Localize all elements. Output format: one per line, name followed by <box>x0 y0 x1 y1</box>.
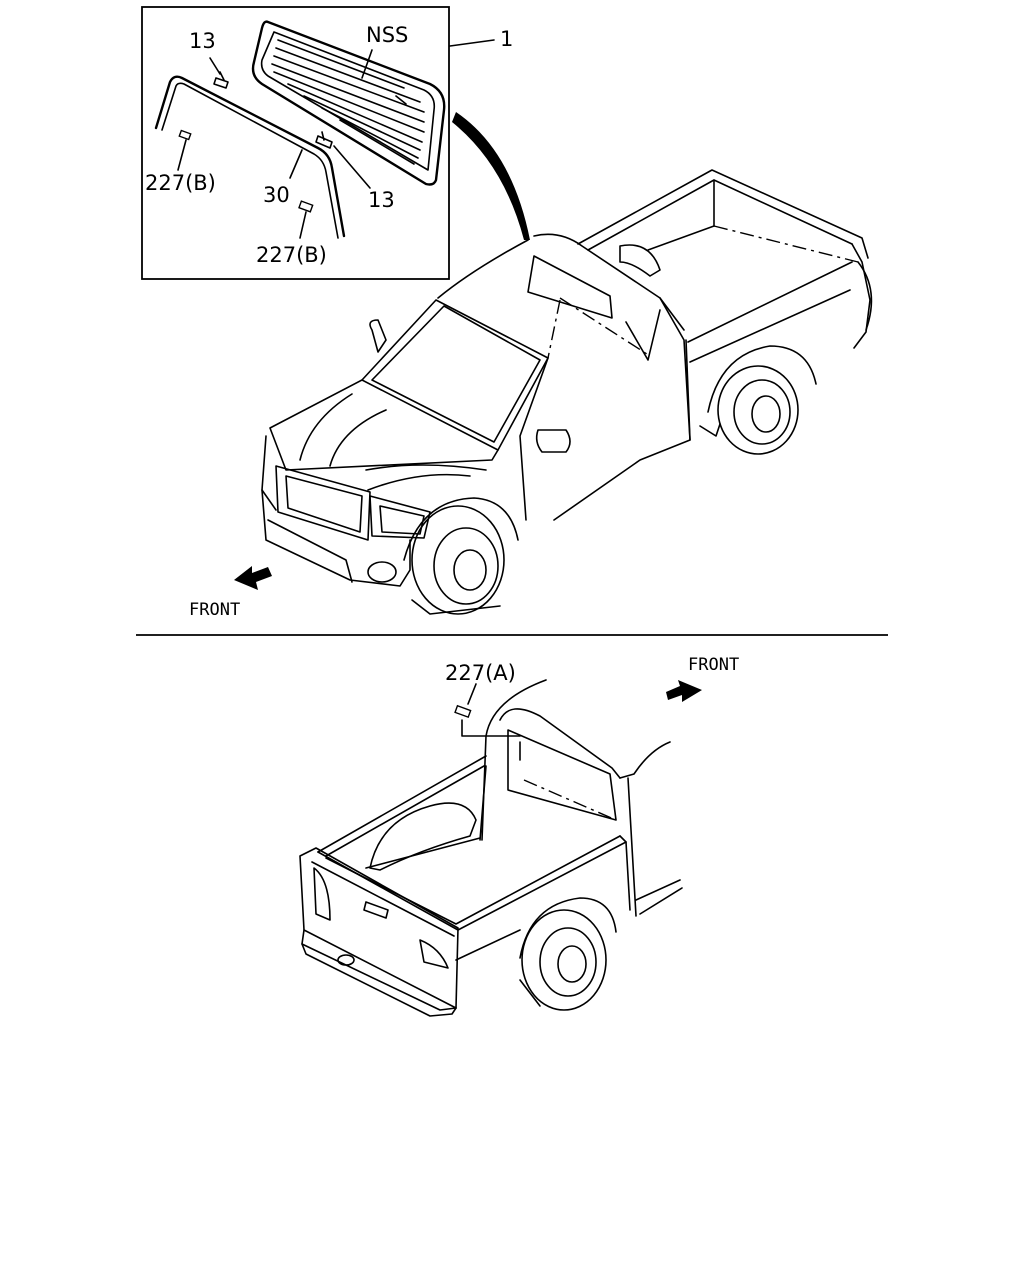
pickup-truck-rear-view <box>299 679 683 1017</box>
pickup-truck-front-view <box>261 169 873 615</box>
clip-13-right <box>315 131 333 149</box>
clip-227b-left <box>178 129 192 141</box>
callout-13-top: 13 <box>189 29 216 53</box>
detail-pointer <box>452 112 530 240</box>
callout-227a: 227(A) <box>445 661 516 685</box>
clip-227b-bottom <box>298 200 314 213</box>
weatherstrip-30 <box>154 75 346 239</box>
clip-13-top <box>213 71 229 89</box>
clip-227a <box>454 704 472 719</box>
callout-30: 30 <box>263 183 290 207</box>
callout-nss: NSS <box>366 23 408 47</box>
front-arrow-right-icon <box>666 680 702 702</box>
rear-glass <box>251 20 446 186</box>
callout-13-right: 13 <box>368 188 395 212</box>
front-label-front-view: FRONT <box>189 600 240 620</box>
callout-227b-left: 227(B) <box>145 171 216 195</box>
callout-1: 1 <box>500 27 513 51</box>
callout-227b-bottom: 227(B) <box>256 243 327 267</box>
front-label-rear-view: FRONT <box>688 655 739 675</box>
detail-box: 13 NSS 1 227(B) 30 13 227(B) <box>141 6 513 280</box>
front-arrow-icon <box>234 566 272 590</box>
